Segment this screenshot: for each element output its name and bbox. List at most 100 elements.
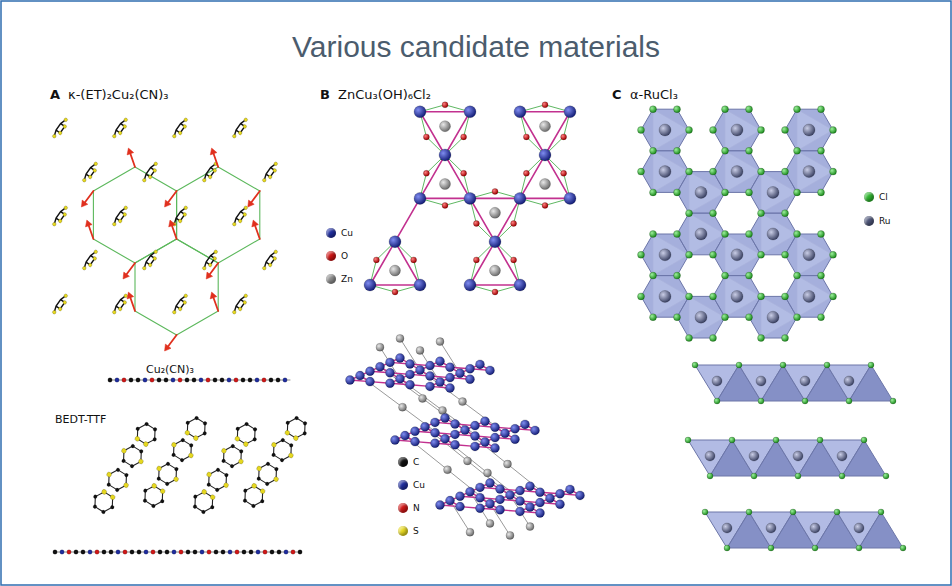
spin-arrow-shaft — [172, 226, 177, 239]
octahedron — [713, 109, 761, 151]
chlorine-atom — [795, 473, 801, 479]
layer-label: BEDT-TTF — [55, 413, 106, 426]
copper-atom — [426, 372, 435, 381]
sulfur-atom — [238, 218, 243, 223]
et-molecule — [142, 249, 161, 272]
chlorine-atom — [638, 251, 645, 258]
copper-atom — [476, 360, 485, 369]
legend-item: S — [398, 526, 419, 536]
chlorine-atom — [868, 362, 874, 368]
sulfur-atom — [153, 249, 158, 254]
sulfur-atom — [93, 161, 98, 166]
copper-atom — [556, 500, 565, 509]
molecule-ring — [154, 461, 180, 486]
ruthenium-atom — [837, 451, 847, 461]
copper-atom — [451, 440, 460, 449]
copper-atom — [461, 426, 470, 435]
chain-atom — [214, 550, 218, 554]
chlorine-atom — [856, 545, 862, 551]
sulfur-atom — [182, 124, 187, 129]
copper-atom — [456, 492, 465, 501]
copper-atom — [496, 495, 505, 504]
copper-atom — [511, 424, 520, 433]
sulfur-atom — [232, 134, 237, 139]
legend-swatch — [398, 526, 408, 536]
oxygen-atom — [423, 134, 429, 140]
octahedron-face — [797, 276, 833, 318]
chlorine-atom — [707, 473, 713, 479]
chain-atom — [263, 550, 267, 554]
kagome-triangle — [520, 155, 570, 198]
sulfur-atom — [178, 130, 183, 135]
copper-atom — [421, 422, 430, 431]
et-molecule — [232, 205, 251, 228]
chlorine-atom — [794, 314, 801, 321]
oxygen-atom — [511, 257, 517, 263]
sulfur-atom — [208, 174, 213, 179]
legend-text: S — [413, 526, 419, 536]
chlorine-atom — [818, 231, 825, 238]
zinc-atom — [464, 457, 472, 465]
et-molecule — [142, 161, 161, 184]
carbon-atom — [92, 504, 97, 509]
copper-atom — [456, 369, 465, 378]
kagome-bond — [395, 198, 420, 241]
sulfur-atom — [262, 266, 267, 271]
spin-arrow-head — [81, 200, 87, 207]
carbon-atom — [139, 449, 144, 454]
chlorine-atom — [722, 314, 729, 321]
carbon-atom — [165, 481, 170, 486]
zinc-atom — [504, 460, 512, 468]
carbon-atom — [106, 482, 111, 487]
chain-atom — [151, 550, 155, 554]
zinc-atom — [506, 531, 514, 539]
molecule-ring — [269, 437, 295, 462]
copper-atom — [514, 106, 526, 118]
sulfur-atom — [88, 262, 93, 267]
et-molecule — [262, 161, 281, 184]
sulfur-atom — [238, 130, 243, 135]
sulfur-atom — [123, 117, 128, 122]
chlorine-atom — [758, 398, 764, 404]
chlorine-atom — [729, 437, 735, 443]
et-molecule — [232, 293, 251, 316]
copper-atom — [376, 362, 385, 371]
copper-atom — [476, 493, 485, 502]
sulfur-atom — [118, 306, 123, 311]
copper-atom — [531, 426, 540, 435]
oxygen-atom — [442, 202, 448, 208]
copper-atom — [496, 505, 505, 514]
layer-label: Cu₂(CN)₃ — [146, 363, 194, 376]
carbon-atom — [215, 467, 220, 472]
chlorine-atom — [702, 509, 708, 515]
chlorine-atom — [710, 127, 717, 134]
copper-atom — [489, 236, 501, 248]
oxygen-atom — [511, 221, 517, 227]
legend-text: Zn — [341, 274, 353, 284]
chlorine-atom — [830, 293, 837, 300]
chlorine-atom — [782, 293, 789, 300]
ruthenium-atom — [731, 124, 743, 136]
chain-atom — [283, 378, 287, 382]
ruthenium-atom — [803, 249, 815, 261]
copper-atom — [466, 375, 475, 384]
chain-atom — [193, 550, 197, 554]
sulfur-atom — [112, 222, 117, 227]
carbon-atom — [302, 431, 307, 436]
et-molecule — [172, 117, 191, 140]
sulfur-atom — [178, 218, 183, 223]
carbon-atom — [152, 437, 157, 442]
legend-text: C — [413, 457, 419, 467]
sulfur-atom — [122, 300, 127, 305]
chlorine-atom — [686, 335, 693, 342]
chlorine-atom — [674, 189, 681, 196]
carbon-atom — [142, 498, 147, 503]
legend-swatch — [326, 251, 336, 261]
chlorine-atom — [722, 272, 729, 279]
sulfur-atom — [178, 306, 183, 311]
carbon-atom — [252, 437, 257, 442]
et-molecule — [52, 205, 71, 228]
chlorine-atom — [824, 362, 830, 368]
copper-atom — [364, 279, 376, 291]
carbon-atom — [156, 476, 161, 481]
